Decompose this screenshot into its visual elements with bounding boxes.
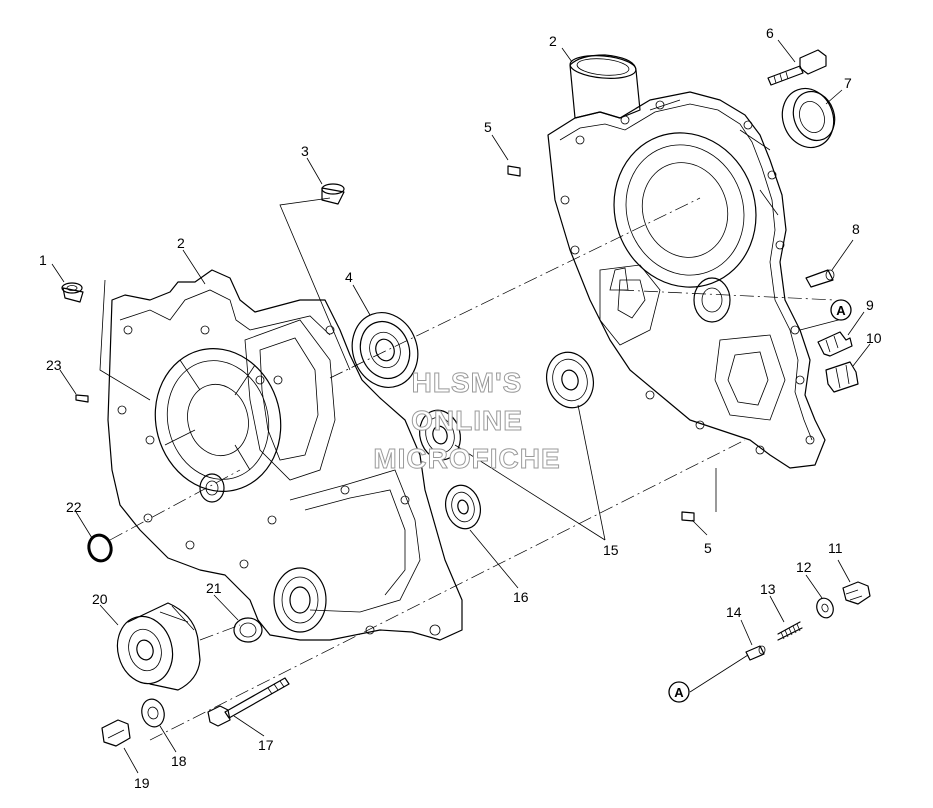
callout-21: 21: [206, 580, 222, 596]
callout-10: 10: [866, 330, 882, 346]
part-22-o-ring: [87, 533, 113, 563]
callout-5-lower: 5: [704, 540, 712, 556]
part-10-plug: [825, 361, 859, 393]
callout-6: 6: [766, 25, 774, 41]
part-4-bearing: [351, 312, 419, 388]
callout-labels: 1 2 2 3 4 5 5 6 7 8 9 10 11 12 13 14 15 …: [39, 25, 882, 791]
callout-22: 22: [66, 499, 82, 515]
part-14-plunger: [745, 645, 766, 661]
part-5-pin-lower: [681, 511, 695, 522]
part-19-plug: [101, 719, 131, 747]
left-crankcase-half: [107, 269, 463, 641]
watermark-line-1: HLSM'S: [412, 367, 523, 398]
callout-23: 23: [46, 357, 62, 373]
part-17-bolt: [207, 677, 290, 727]
part-7-seal: [781, 87, 836, 149]
part-13-spring: [777, 621, 803, 641]
callout-12: 12: [796, 559, 812, 575]
callout-15: 15: [603, 542, 619, 558]
part-1-bushing: [61, 282, 84, 303]
callout-18: 18: [171, 753, 187, 769]
callout-16: 16: [513, 589, 529, 605]
part-11-bolt: [842, 581, 871, 605]
callout-9: 9: [866, 297, 874, 313]
part-15-bearing-upper: [546, 351, 594, 409]
callout-19: 19: [134, 775, 150, 791]
callout-2-right: 2: [549, 33, 557, 49]
callout-14: 14: [726, 604, 742, 620]
part-12-washer: [816, 597, 834, 619]
callout-4: 4: [345, 269, 353, 285]
callout-8: 8: [852, 221, 860, 237]
callout-11: 11: [828, 540, 843, 556]
part-5-pin-upper: [507, 165, 521, 177]
callout-7: 7: [844, 75, 852, 91]
callout-1: 1: [39, 252, 47, 268]
ref-marker-a-upper-label: A: [836, 303, 846, 318]
callout-3: 3: [301, 143, 309, 159]
part-3-sleeve: [321, 183, 345, 205]
part-15-bearing-lower: [419, 409, 461, 461]
ref-marker-a-lower: A: [668, 681, 690, 703]
part-21-seal: [233, 617, 263, 643]
watermark-line-2: ONLINE: [411, 405, 523, 436]
part-8-pin: [805, 269, 835, 288]
part-18-washer: [141, 698, 165, 728]
callout-5-upper: 5: [484, 119, 492, 135]
leader-lines: [51, 39, 871, 774]
watermark-line-3: MICROFICHE: [373, 443, 560, 474]
alignment-lines: [99, 197, 836, 741]
callout-17: 17: [258, 737, 274, 753]
watermark: HLSM'S ONLINE MICROFICHE: [373, 367, 560, 475]
part-6-bolt: [767, 49, 827, 86]
part-23-pin: [75, 394, 89, 403]
callout-2-left: 2: [177, 235, 185, 251]
part-9-fitting: [817, 331, 853, 357]
ref-marker-a-upper: A: [830, 299, 852, 321]
callout-13: 13: [760, 581, 776, 597]
callout-20: 20: [92, 591, 108, 607]
ref-marker-a-lower-label: A: [674, 685, 684, 700]
part-16-bearing: [445, 484, 481, 530]
right-crankcase-half: [547, 54, 826, 469]
part-20-cover: [116, 602, 201, 691]
